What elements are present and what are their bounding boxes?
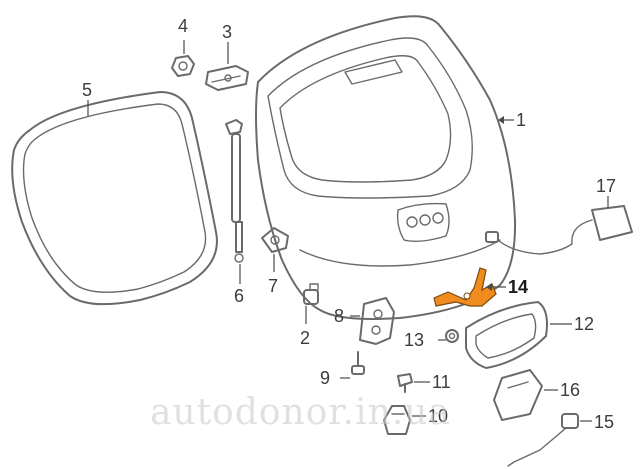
callout-6: 6 — [234, 286, 244, 306]
callout-11: 11 — [432, 372, 451, 392]
callout-17: 17 — [596, 176, 616, 196]
callout-9: 9 — [320, 368, 330, 388]
part-11-screw — [397, 373, 413, 393]
callout-15: 15 — [594, 412, 614, 432]
part-9-bolt — [351, 351, 365, 375]
callout-14: 14 — [508, 277, 528, 297]
part-5-seal — [11, 91, 218, 306]
part-13-grommet — [445, 329, 459, 343]
callout-5: 5 — [82, 80, 92, 100]
callout-2: 2 — [300, 328, 310, 348]
part-17-camera — [485, 205, 633, 255]
part-7-hinge — [261, 227, 289, 253]
watermark: autodonor.in.ua — [150, 392, 451, 433]
part-3-bracket — [205, 65, 249, 91]
part-8-latch — [359, 297, 395, 345]
part-16-module — [493, 369, 543, 421]
part-2-stop — [303, 283, 319, 305]
leader-lines — [87, 40, 609, 422]
part-15-sensor — [507, 413, 579, 467]
callout-7: 7 — [268, 276, 278, 296]
part-6-strut — [225, 119, 244, 263]
callout-12: 12 — [574, 314, 594, 334]
part-10-striker — [383, 405, 411, 435]
part-1-liftgate — [255, 15, 517, 320]
callout-13: 13 — [404, 330, 424, 350]
callout-1: 1 — [516, 110, 526, 130]
part-12-handle — [465, 301, 548, 369]
callout-8: 8 — [334, 306, 344, 326]
callout-16: 16 — [560, 380, 580, 400]
part-4-nut — [171, 55, 195, 77]
callout-labels: 4 3 5 1 17 6 7 14 8 12 2 13 9 11 16 10 1… — [82, 16, 616, 432]
callout-10: 10 — [428, 406, 448, 426]
callout-4: 4 — [178, 16, 188, 36]
callout-3: 3 — [222, 22, 232, 42]
